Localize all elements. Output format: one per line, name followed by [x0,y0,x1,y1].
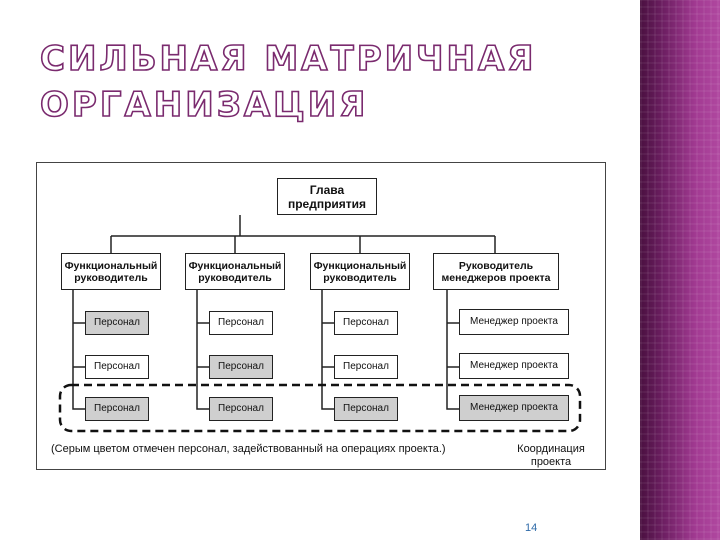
staff-box: Персонал [85,397,149,421]
staff-label: Персонал [343,317,389,328]
header-line1: Функциональный [64,259,158,272]
header-line1: Функциональный [313,259,407,272]
staff-box: Персонал [209,397,273,421]
decorative-side-stripe [640,0,720,540]
staff-box: Персонал [85,311,149,335]
org-chart-connectors [58,215,582,433]
staff-box: Персонал [334,311,398,335]
staff-label: Персонал [218,361,264,372]
header-line1: Руководитель [458,259,534,272]
diagram-note: (Серым цветом отмечен персонал, задейств… [51,443,446,455]
coordination-label: Координация проекта [511,443,591,469]
staff-box: Персонал [334,397,398,421]
project-manager-label: Менеджер проекта [470,360,558,371]
staff-label: Персонал [218,317,264,328]
column-1-bracket [72,290,85,410]
project-manager-box: Менеджер проекта [459,353,569,379]
page-number: 14 [525,522,538,534]
staff-box: Персонал [209,355,273,379]
head-box-line2: предприятия [287,196,367,211]
staff-label: Персонал [94,317,140,328]
staff-label: Персонал [343,403,389,414]
coordination-label-line1: Координация [517,443,585,455]
project-manager-label: Менеджер проекта [470,316,558,327]
staff-box: Персонал [334,355,398,379]
staff-label: Персонал [94,403,140,414]
column-2-bracket [196,290,209,410]
project-manager-box: Менеджер проекта [459,395,569,421]
staff-label: Персонал [343,361,389,372]
slide-title-line1: Сильная матричная [39,38,537,80]
column-4-bracket [446,290,459,410]
head-box-line1: Глава [309,182,345,197]
staff-label: Персонал [218,403,264,414]
slide-title: Сильная матричная организация [39,36,600,128]
project-manager-box: Менеджер проекта [459,309,569,335]
staff-box: Персонал [85,355,149,379]
header-line1: Функциональный [188,259,282,272]
staff-box: Персонал [209,311,273,335]
column-3-bracket [321,290,334,410]
header-line2: менеджеров проекта [441,271,551,284]
slide-title-line2: организация [39,84,369,126]
coordination-label-line2: проекта [530,456,572,468]
project-manager-label: Менеджер проекта [470,402,558,413]
header-line2: руководитель [74,271,148,284]
head-of-enterprise-box: Глава предприятия [277,178,377,215]
header-line2: руководитель [323,271,397,284]
staff-label: Персонал [94,361,140,372]
project-coordination-dashed-outline [58,383,582,433]
header-line2: руководитель [198,271,272,284]
